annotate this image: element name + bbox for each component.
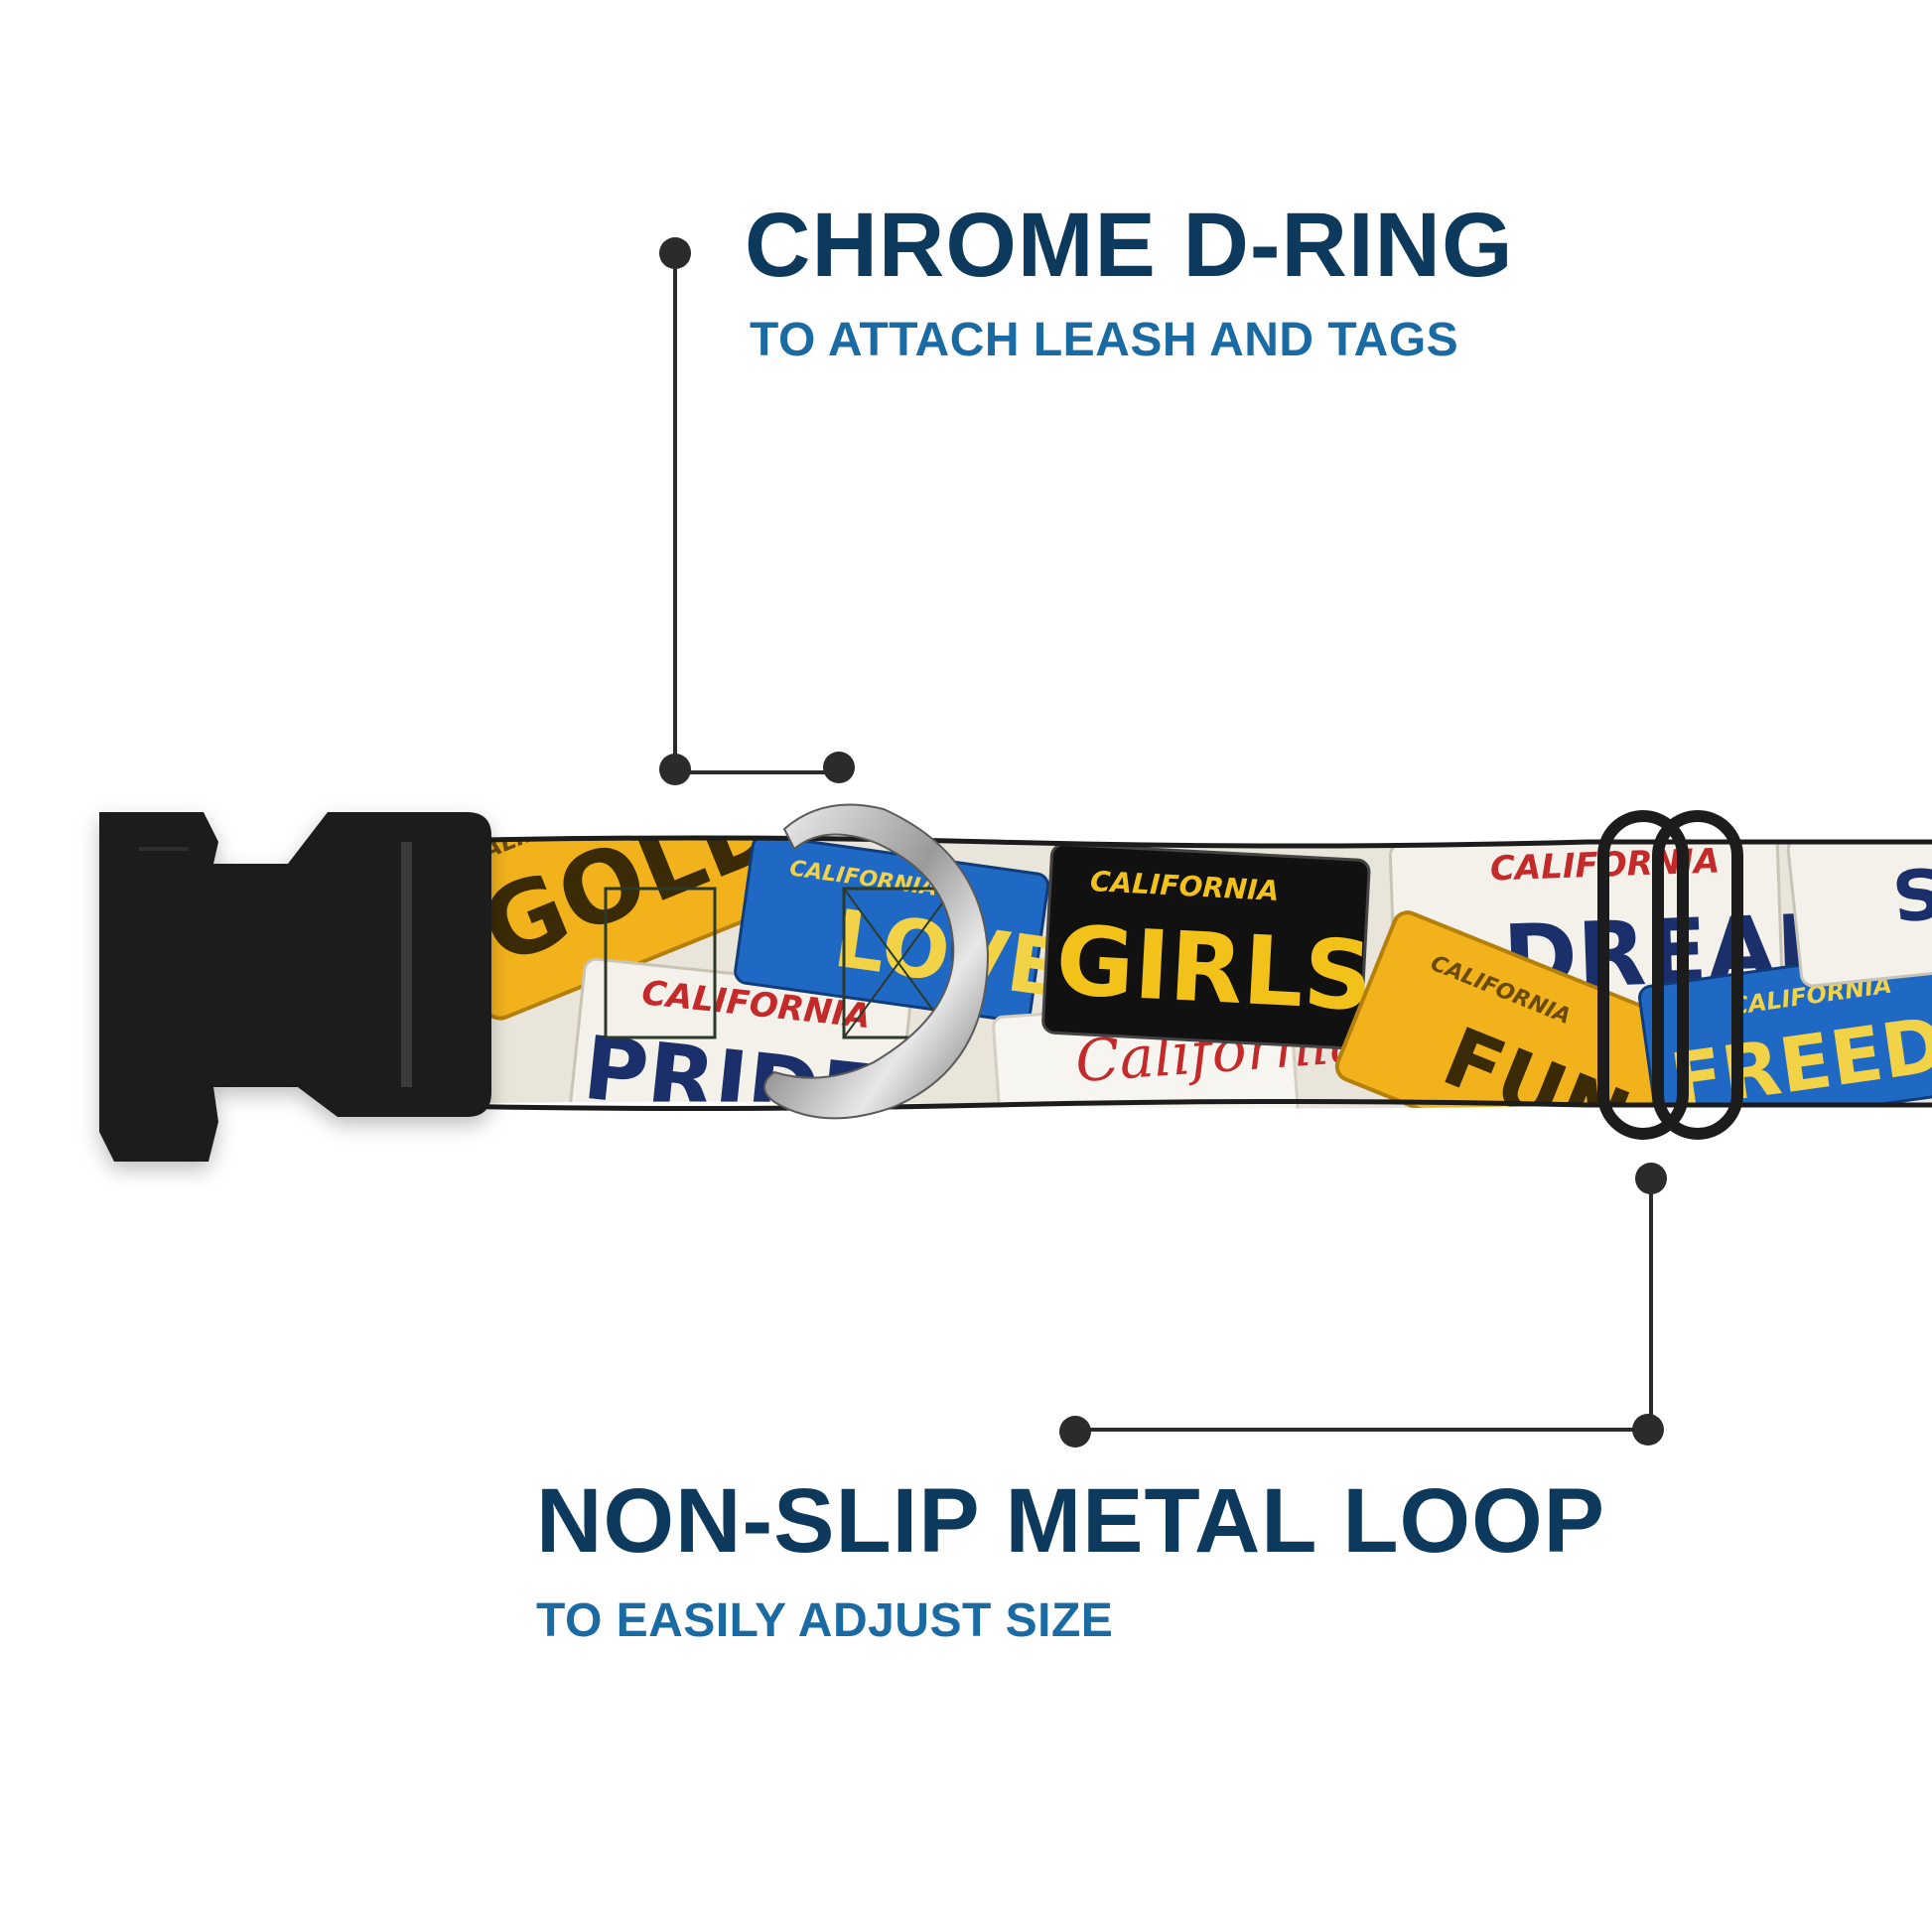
svg-text:SU: SU — [1889, 847, 1932, 939]
d-ring-title: CHROME D-RING — [745, 195, 1514, 296]
leader-dot-top — [659, 237, 691, 269]
d-ring-subtitle: TO ATTACH LEASH AND TAGS — [750, 314, 1459, 366]
plate-girls: CALIFORNIA GIRLS — [1041, 843, 1375, 1050]
leader-dot-loop — [1635, 1163, 1667, 1194]
stitch-box-left — [604, 887, 717, 1039]
slide-loop-icon — [1597, 810, 1743, 1140]
plate-su: SU — [1786, 838, 1932, 988]
metal-loop-title: NON-SLIP METAL LOOP — [536, 1470, 1606, 1572]
svg-text:GIRLS: GIRLS — [1053, 904, 1375, 1033]
leader-dot-corner — [659, 754, 691, 785]
metal-loop-subtitle: TO EASILY ADJUST SIZE — [536, 1594, 1114, 1647]
loop-leader — [1059, 1163, 1667, 1448]
leader-dot-corner-2 — [1632, 1414, 1664, 1446]
leader-dot-end — [1059, 1416, 1091, 1448]
collar-strap: CALIFORNIA GOLD CALIFORNIA PRIDE CALIFOR… — [397, 838, 1932, 1109]
d-ring-leader — [659, 237, 855, 785]
buckle-icon — [99, 812, 491, 1162]
d-ring-icon — [763, 803, 990, 1120]
leader-dot-ring — [823, 752, 855, 783]
